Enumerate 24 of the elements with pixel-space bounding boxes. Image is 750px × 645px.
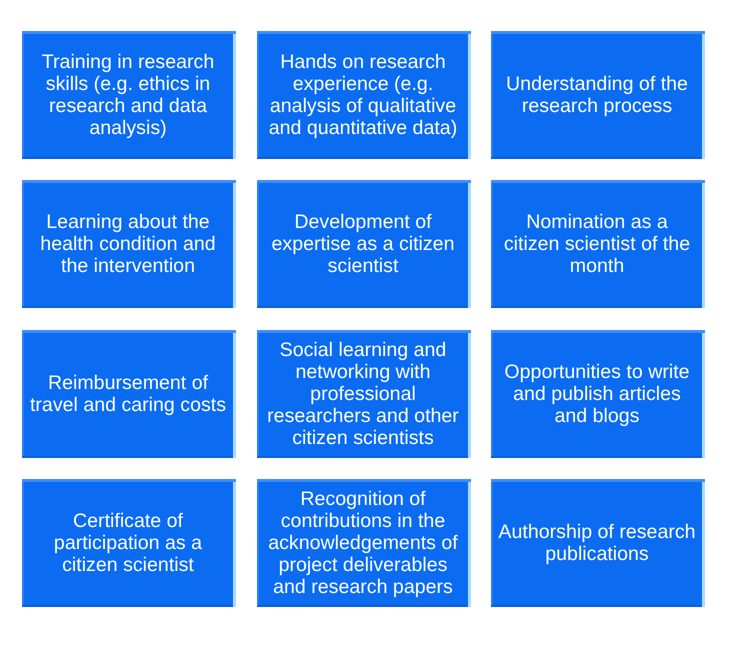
benefit-tile xyxy=(257,180,471,308)
benefit-text: Hands on research experience (e.g. analysis of qualitative and quantitative data) xyxy=(268,51,458,139)
benefit-tile xyxy=(257,479,471,607)
benefit-text: Training in research skills (e.g. ethics in research and data analysis) xyxy=(40,51,216,139)
benefit-text: Social learning and networking with professional researchers and other citizen scientists xyxy=(266,339,460,449)
benefit-tile xyxy=(491,479,705,607)
benefit-text: Authorship of research publications xyxy=(497,521,697,565)
benefit-text: Reimbursement of travel and caring costs xyxy=(28,372,228,416)
benefit-text: Understanding of the research process xyxy=(505,73,689,117)
benefit-tile xyxy=(491,31,705,159)
benefit-text: Opportunities to write and publish articles and blogs xyxy=(503,361,691,427)
benefit-tile xyxy=(491,180,705,308)
benefit-tile xyxy=(257,31,471,159)
benefit-text: Development of expertise as a citizen scientist xyxy=(270,211,456,277)
benefit-tile xyxy=(491,330,705,458)
benefit-tile xyxy=(22,180,236,308)
benefit-text: Recognition of contributions in the acknowledgements of project deliverables and research papers xyxy=(267,488,459,598)
benefit-text: Learning about the health condition and the intervention xyxy=(39,211,217,277)
benefit-tile xyxy=(22,330,236,458)
benefit-tile xyxy=(257,330,471,458)
benefit-tile xyxy=(22,479,236,607)
benefit-text: Nomination as a citizen scientist of the month xyxy=(502,211,692,277)
benefit-tile xyxy=(22,31,236,159)
benefit-text: Certificate of participation as a citizen scientist xyxy=(52,510,204,576)
